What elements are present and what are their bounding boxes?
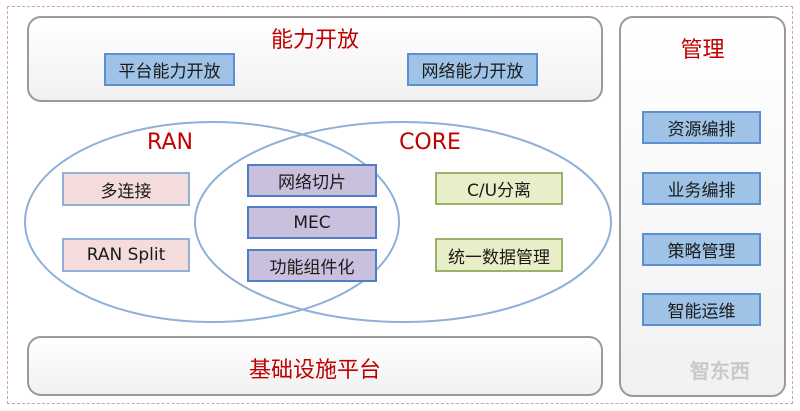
policy-management-box: 策略管理 (642, 233, 761, 266)
mec-box: MEC (247, 206, 377, 239)
infrastructure-title: 基础设施平台 (248, 358, 381, 383)
platform-capability-box: 平台能力开放 (104, 53, 235, 86)
management-title: 管理 (680, 38, 725, 63)
network-slicing-box: 网络切片 (247, 164, 377, 197)
outer-frame (7, 6, 793, 404)
capability-exposure-title: 能力开放 (270, 28, 359, 53)
unified-data-management-box: 统一数据管理 (435, 238, 563, 272)
intelligent-ops-box: 智能运维 (642, 293, 761, 326)
core-label: CORE (399, 130, 461, 155)
resource-orchestration-box: 资源编排 (642, 111, 761, 144)
cu-separation-box: C/U分离 (435, 172, 563, 205)
core-ellipse (194, 121, 612, 323)
network-capability-box: 网络能力开放 (407, 53, 538, 86)
function-componentization-box: 功能组件化 (247, 249, 377, 282)
service-orchestration-box: 业务编排 (642, 172, 761, 205)
ran-label: RAN (147, 130, 193, 155)
multi-connectivity-box: 多连接 (62, 172, 190, 206)
ran-split-box: RAN Split (62, 238, 190, 272)
ran-ellipse (24, 121, 400, 323)
management-panel: 管理 (619, 16, 786, 397)
infrastructure-panel: 基础设施平台 (27, 336, 603, 396)
watermark-logo: 智东西 (690, 359, 750, 383)
